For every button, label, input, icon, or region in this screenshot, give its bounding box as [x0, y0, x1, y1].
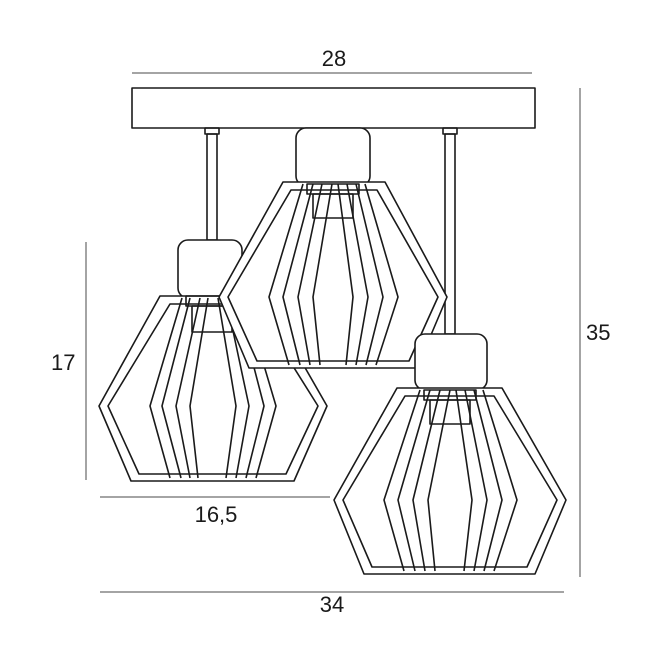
- total-height-label: 35: [586, 320, 611, 345]
- shade-width-label: 16,5: [194, 502, 238, 527]
- shade-height-label: 17: [51, 350, 76, 375]
- middle-shade-socket: [295, 127, 371, 187]
- total-width-label: 34: [319, 592, 345, 617]
- mounting-plate: [131, 87, 536, 129]
- dimension-lines: [85, 72, 581, 593]
- left-arm: [204, 127, 220, 241]
- right-shade-socket: [414, 333, 488, 391]
- plate-width-label: 28: [321, 46, 347, 71]
- middle-shade: [218, 127, 448, 369]
- right-shade: [333, 333, 567, 575]
